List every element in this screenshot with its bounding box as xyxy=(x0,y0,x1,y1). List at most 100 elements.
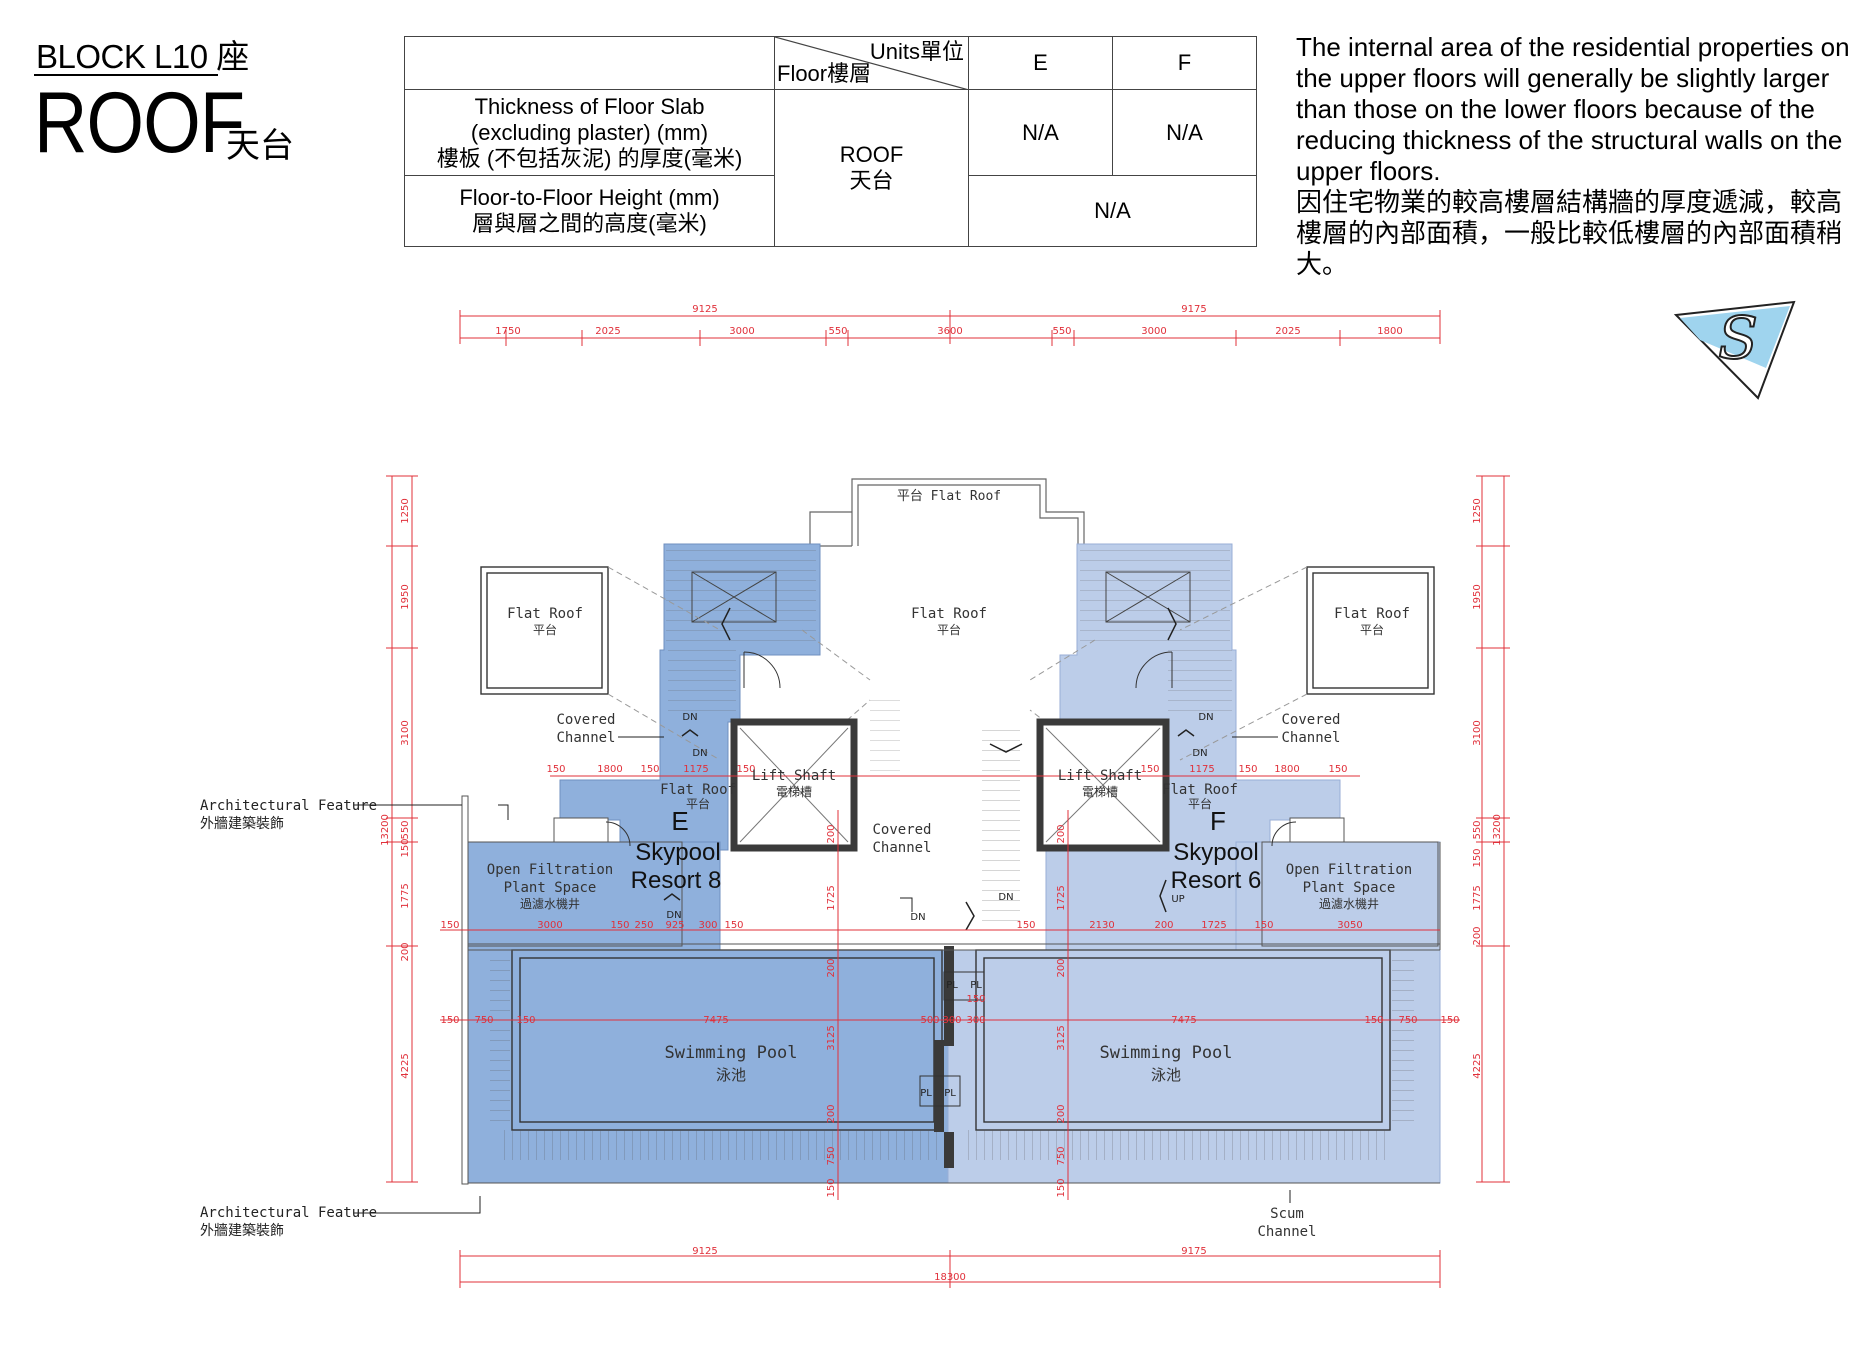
note-zh: 因住宅物業的較高樓層結構牆的厚度遞減，較高樓層的內部面積，一般比較低樓層的內部面… xyxy=(1296,187,1843,279)
filtration-f-zh: 過濾水機井 xyxy=(1319,896,1379,911)
dim-row1-5: 150 xyxy=(736,764,755,775)
dim-right-3: 3100 xyxy=(1472,720,1483,745)
dim-row2-12: 150 xyxy=(1254,920,1273,931)
dn-1: DN xyxy=(682,712,697,723)
dim-row3-12: 150 xyxy=(1440,1015,1459,1026)
dim-top-seg-1: 1750 xyxy=(495,326,520,337)
height-value: N/A xyxy=(968,175,1257,247)
height-en: Floor-to-Floor Height (mm) xyxy=(459,185,720,210)
dim-right-4: 550 xyxy=(1472,820,1483,839)
lift-shaft-f-zh: 電梯槽 xyxy=(1082,785,1118,799)
filtration-f-1: Open Filtration xyxy=(1286,862,1412,878)
pl-boxes xyxy=(919,971,985,1107)
title-underline xyxy=(34,74,218,76)
covered-left: Covered xyxy=(556,712,615,728)
up-1: UP xyxy=(1171,894,1184,905)
dim-row1-3: 150 xyxy=(640,764,659,775)
flat-roof-center-zh: 平台 xyxy=(937,622,961,637)
arch-feature-top: Architectural Feature xyxy=(200,798,377,814)
dim-row3-2: 750 xyxy=(474,1015,493,1026)
dim-top-half-2: 9175 xyxy=(1181,304,1206,315)
arch-feature-bottom: Architectural Feature xyxy=(200,1205,377,1221)
dim-top-seg-8: 2025 xyxy=(1275,326,1300,337)
filtration-e-2: Plant Space xyxy=(504,880,597,896)
dim-row3-9: 7475 xyxy=(1171,1015,1196,1026)
callout-leaders xyxy=(354,736,1291,1214)
direction-arrows xyxy=(663,607,1195,931)
dim-row2-2: 3000 xyxy=(537,920,562,931)
dim-row3-1: 150 xyxy=(440,1015,459,1026)
channel-right: Channel xyxy=(1281,730,1340,746)
dim-mid-f-4: 3125 xyxy=(1056,1025,1067,1050)
room-labels: Flat Roof 平台 Flat Roof 平台 Flat Roof 平台 C… xyxy=(487,606,1412,1240)
dim-bottom-total: 18300 xyxy=(934,1272,966,1283)
vertical-dimension-text: 1250 1950 3100 550 150 1775 200 4225 132… xyxy=(380,498,1503,1197)
dim-right-2: 1950 xyxy=(1472,584,1483,609)
dim-top-seg-6: 550 xyxy=(1052,326,1071,337)
flat-roof-right-zh: 平台 xyxy=(1360,622,1384,637)
lift-shaft-e-zh: 電梯槽 xyxy=(776,785,812,799)
spec-table: Units單位 Floor樓層 E F Thickness of Floor S… xyxy=(404,36,1257,247)
flat-roof-f-small-zh: 平台 xyxy=(1188,796,1212,811)
outer-walls xyxy=(461,795,1441,1185)
stair-e xyxy=(666,548,816,648)
dim-row1-6: 150 xyxy=(1140,764,1159,775)
dn-6: DN xyxy=(998,892,1013,903)
dim-mid-3: 200 xyxy=(826,958,837,977)
dim-top-seg-9: 1800 xyxy=(1377,326,1402,337)
slab-zh: 樓板 (不包括灰泥) 的厚度(毫米) xyxy=(436,145,743,171)
covered-right: Covered xyxy=(1281,712,1340,728)
filtration-e-zh: 過濾水機井 xyxy=(520,896,580,911)
dim-row1-8: 150 xyxy=(1238,764,1257,775)
dim-bottom-half-1: 9125 xyxy=(692,1246,717,1257)
dim-left-4: 550 xyxy=(400,820,411,839)
stair-e-lower xyxy=(668,650,736,712)
dn-4: DN xyxy=(1192,748,1207,759)
dim-mid-1: 200 xyxy=(826,824,837,843)
height-label: Floor-to-Floor Height (mm)層與層之間的高度(毫米) xyxy=(404,175,775,247)
top-flat-roof xyxy=(809,478,1085,547)
flat-roof-box-left xyxy=(480,566,609,695)
resort-f: Resort 6 xyxy=(1171,867,1262,894)
dim-row3-5: 500 xyxy=(920,1015,939,1026)
dim-row2-5: 925 xyxy=(665,920,684,931)
dim-mid-f-7: 150 xyxy=(1056,1178,1067,1197)
dim-row2-9: 2130 xyxy=(1089,920,1114,931)
compass-letter: S xyxy=(1718,304,1758,372)
dim-row3-4: 7475 xyxy=(703,1015,728,1026)
slab-f-value: N/A xyxy=(1112,89,1257,176)
pool-e-label: Swimming Pool xyxy=(664,1043,797,1063)
arch-feature-bottom-zh: 外牆建築裝飾 xyxy=(200,1223,284,1239)
flat-roof-left: Flat Roof xyxy=(507,606,583,622)
spec-corner-cell: Units單位 Floor樓層 xyxy=(774,36,969,90)
dim-row1-9: 1800 xyxy=(1274,764,1299,775)
flat-roof-center: Flat Roof xyxy=(911,606,987,622)
scum-channel-e xyxy=(500,1130,942,1160)
dim-left-7: 200 xyxy=(400,942,411,961)
lift-shaft-e xyxy=(730,718,858,852)
compass-icon: S xyxy=(1673,300,1796,400)
dim-row3-3: 150 xyxy=(516,1015,535,1026)
area-note: The internal area of the residential pro… xyxy=(1296,32,1858,280)
unit-e-header: E xyxy=(968,36,1113,90)
channel-center: Channel xyxy=(872,840,931,856)
flat-roof-e-small: Flat Roof xyxy=(660,782,736,798)
dim-mid-f-2: 1725 xyxy=(1056,885,1067,910)
dim-row3-10: 150 xyxy=(1364,1015,1383,1026)
stair-f-lower xyxy=(1168,650,1232,712)
dim-mid-7: 150 xyxy=(826,1178,837,1197)
dim-row3-8: 150 xyxy=(966,994,985,1005)
block-label: BLOCK L10 座 xyxy=(36,38,249,75)
dim-top-seg-3: 3000 xyxy=(729,326,754,337)
resort-e: Resort 8 xyxy=(631,867,722,894)
dim-right-6: 1775 xyxy=(1472,885,1483,910)
floor-title: ROOF xyxy=(34,75,245,171)
dim-row1-1: 150 xyxy=(546,764,565,775)
scum-channel-f xyxy=(962,1130,1390,1160)
dim-row1-7: 1175 xyxy=(1189,764,1214,775)
dn-5: DN xyxy=(666,910,681,921)
dim-row2-13: 3050 xyxy=(1337,920,1362,931)
dim-row2-8: 150 xyxy=(1016,920,1035,931)
